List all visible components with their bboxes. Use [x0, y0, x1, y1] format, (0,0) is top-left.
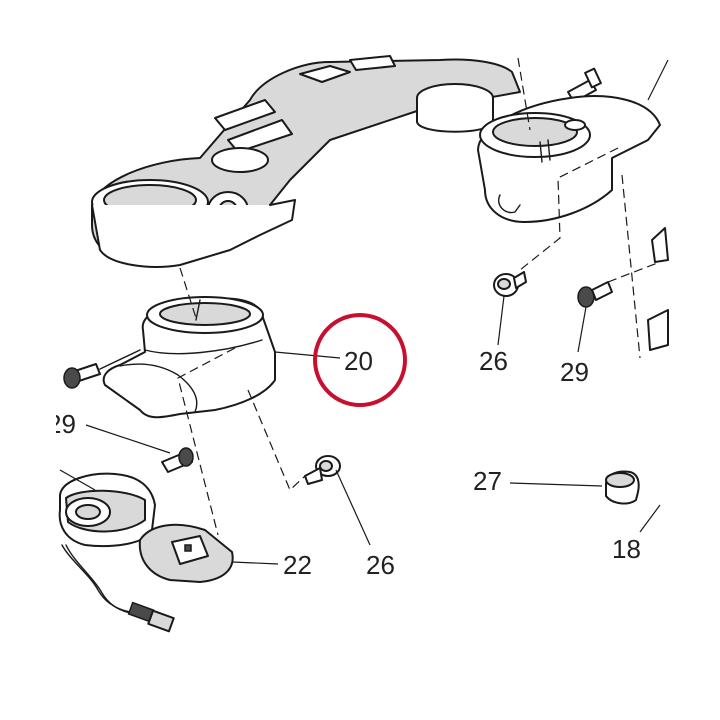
bolt-29-lower: [161, 447, 194, 473]
callout-18: 18: [612, 534, 641, 564]
upper-triple-clamp: [91, 55, 521, 268]
cover-part-22: [138, 523, 234, 583]
callout-22: 22: [283, 550, 312, 580]
highlight-circle: [313, 313, 407, 407]
callout-20: 20: [344, 346, 373, 376]
callout-29-right: 29: [560, 357, 589, 387]
bolt-26-middle: [304, 455, 341, 485]
assembly-lines: [177, 57, 661, 536]
right-edge-parts: [647, 227, 669, 351]
callout-26-right: 26: [479, 346, 508, 376]
left-crop: [0, 400, 56, 445]
callout-26-middle: 26: [366, 550, 395, 580]
bolt-29-right: [577, 281, 613, 308]
bolt-26-right: [493, 271, 527, 297]
callout-27: 27: [473, 466, 502, 496]
cap-part-27: [605, 470, 640, 505]
handlebar-clamp-part-20: [102, 296, 276, 419]
leader-lines: [59, 59, 669, 565]
bolt-29-left: [63, 349, 141, 389]
right-handlebar-clamp: [477, 95, 661, 223]
switch-housing: [58, 472, 156, 548]
wire-harness: [61, 544, 175, 633]
